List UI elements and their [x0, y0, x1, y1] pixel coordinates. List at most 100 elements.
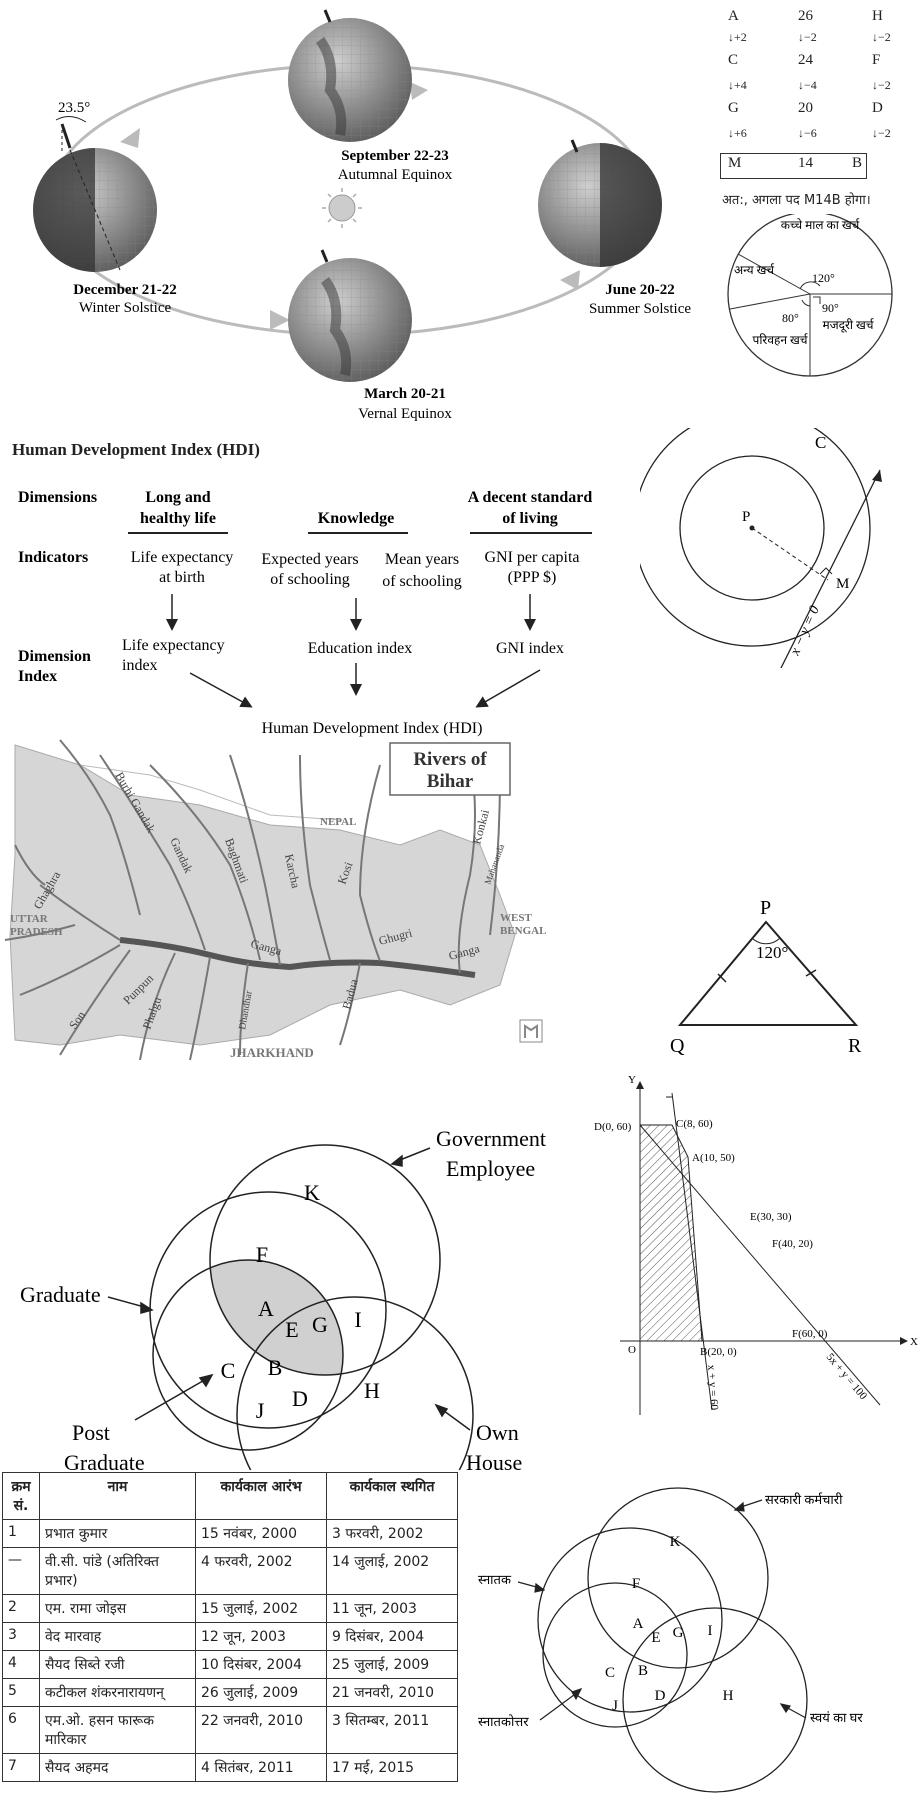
- globe-march: [288, 249, 412, 382]
- venn-hi-region-d: D: [655, 1688, 666, 1704]
- series-cell: A: [728, 8, 739, 24]
- expense-pie-diagram: कच्चे माल का खर्च अन्य खर्च मजदूरी खर्च …: [727, 214, 893, 377]
- venn-hi-region-h: H: [723, 1688, 734, 1704]
- lp-axis-x: X: [910, 1336, 918, 1348]
- venn-region-g: G: [312, 1312, 328, 1337]
- hdi-dimensions-label: Dimensions: [18, 489, 97, 506]
- venn-diagram-english: K F A E G I C B J D H Government Employe…: [20, 1126, 546, 1470]
- map-wb-2: BENGAL: [500, 925, 546, 937]
- table-cell: 25 जुलाई, 2009: [326, 1650, 458, 1679]
- series-cell: G: [728, 100, 739, 116]
- march-name: Vernal Equinox: [358, 406, 452, 422]
- series-step: ↓−2: [872, 30, 891, 44]
- table-row: 3 वेद मारवाह 12 जून, 2003 9 दिसंबर, 2004: [2, 1622, 458, 1651]
- table-cell: 2: [2, 1594, 40, 1623]
- hdi-ind2-a: Expected years: [261, 551, 358, 568]
- venn-region-j: J: [256, 1398, 265, 1423]
- globe-september: [288, 9, 412, 142]
- venn-hi-gov-label: सरकारी कर्मचारी: [765, 1492, 843, 1507]
- table-cell: 6: [2, 1706, 40, 1754]
- table-cell: 10 दिसंबर, 2004: [195, 1650, 327, 1679]
- lp-point-d: D(0, 60): [594, 1121, 632, 1133]
- venn-hi-post-label: स्नातकोत्तर: [478, 1714, 529, 1729]
- venn-gov-label-1: Government: [436, 1126, 546, 1151]
- table-header: नाम: [39, 1472, 196, 1520]
- table-cell: 3 सितम्बर, 2011: [326, 1706, 458, 1754]
- table-cell: 4 सितंबर, 2011: [195, 1753, 327, 1782]
- lp-point-a: A(10, 50): [692, 1152, 735, 1164]
- triangle-label-q: Q: [670, 1035, 685, 1057]
- venn-region-c: C: [221, 1358, 236, 1383]
- venn-hi-region-f: F: [632, 1576, 640, 1592]
- venn-hi-region-b: B: [638, 1663, 648, 1679]
- circle-label-p: P: [742, 509, 750, 525]
- table-cell: एम.ओ. हसन फारूक मारिकार: [39, 1706, 196, 1754]
- table-cell: 17 मई, 2015: [326, 1753, 458, 1782]
- lp-axis-y: Y: [628, 1075, 636, 1086]
- series-step: ↓−2: [872, 78, 891, 92]
- series-step: ↓−2: [872, 126, 891, 140]
- table-cell: 14 जुलाई, 2002: [326, 1547, 458, 1595]
- lp-point-f1: F(40, 20): [772, 1238, 813, 1250]
- table-cell: प्रभात कुमार: [39, 1519, 196, 1548]
- table-row: 1 प्रभात कुमार 15 नवंबर, 2000 3 फरवरी, 2…: [2, 1519, 458, 1548]
- seasons-diagram: 23.5° September 22-23 Autumnal Equinox D…: [33, 9, 691, 422]
- lp-point-c: C(8, 60): [676, 1118, 713, 1130]
- venn-hi-grad-label: स्नातक: [478, 1572, 512, 1587]
- venn-post-label-1: Post: [72, 1420, 110, 1445]
- hdi-dim3-a: A decent standard: [468, 489, 593, 506]
- table-cell: 15 जुलाई, 2002: [195, 1594, 327, 1623]
- pie-angle-120: 120°: [812, 271, 835, 285]
- table-cell: 9 दिसंबर, 2004: [326, 1622, 458, 1651]
- table-cell: 26 जुलाई, 2009: [195, 1678, 327, 1707]
- lp-point-e: E(30, 30): [750, 1211, 792, 1223]
- letter-number-series: A 26 H ↓+2 ↓−2 ↓−2 C 24 F ↓+4 ↓−4 ↓−2 G …: [720, 8, 920, 208]
- venn-hi-region-j: J: [612, 1698, 618, 1714]
- series-cell: F: [872, 52, 881, 68]
- rivers-of-bihar-map: Rivers of Bihar NEPAL UTTAR PRADESH WEST…: [4, 739, 546, 1061]
- table-cell: वी.सी. पांडे (अतिरिक्त प्रभार): [39, 1547, 196, 1595]
- table-cell: सैयद सिब्ते रजी: [39, 1650, 196, 1679]
- lp-point-f2: F(60, 0): [792, 1328, 828, 1340]
- hdi-heading: Human Development Index (HDI): [12, 440, 260, 459]
- map-title-2: Bihar: [427, 771, 474, 792]
- series-answer-cell: B: [852, 155, 863, 171]
- sun-icon: [322, 188, 362, 228]
- series-step: ↓+2: [728, 30, 747, 44]
- dec-date: December 21-22: [73, 282, 176, 298]
- pie-angle-80: 80°: [782, 311, 799, 325]
- hdi-index1-a: Life expectancy: [122, 637, 225, 654]
- venn-region-h: H: [364, 1378, 380, 1403]
- table-cell: 21 जनवरी, 2010: [326, 1678, 458, 1707]
- hdi-indicators-label: Indicators: [18, 549, 88, 566]
- venn-hi-region-c: C: [605, 1665, 615, 1681]
- linear-programming-graph: Y X O D(0, 60) C(8, 60) A(10, 50) E(30, …: [594, 1075, 918, 1415]
- pie-transport-label: परिवहन खर्च: [753, 333, 809, 347]
- venn-own-label-1: Own: [476, 1420, 519, 1445]
- june-name: Summer Solstice: [589, 301, 691, 317]
- venn-hi-region-k: K: [670, 1534, 681, 1550]
- venn-hi-region-g: G: [673, 1625, 684, 1641]
- hdi-dim3-b: of living: [502, 510, 558, 527]
- lp-origin: O: [628, 1344, 636, 1356]
- hdi-ind2-b: of schooling: [270, 571, 350, 588]
- venn-region-d: D: [292, 1386, 308, 1411]
- triangle-label-r: R: [848, 1035, 862, 1057]
- pie-angle-90: 90°: [822, 301, 839, 315]
- series-cell: 24: [798, 52, 813, 68]
- venn-region-e: E: [285, 1317, 298, 1342]
- hdi-ind1-b: at birth: [159, 569, 205, 586]
- concentric-circles-figure: C P M x − y = 0: [640, 428, 882, 668]
- venn-region-k: K: [304, 1180, 320, 1205]
- pie-other-label: अन्य खर्च: [734, 263, 775, 277]
- governors-table: क्रम सं. नाम कार्यकाल आरंभ कार्यकाल स्थग…: [2, 1472, 458, 1782]
- table-cell: 4: [2, 1650, 40, 1679]
- lp-line-1: x + y = 60: [705, 1364, 720, 1411]
- table-row: 4 सैयद सिब्ते रजी 10 दिसंबर, 2004 25 जुल…: [2, 1650, 458, 1679]
- publisher-logo-icon: [519, 1019, 543, 1043]
- venn-hi-house-label: स्वयं का घर: [810, 1710, 863, 1725]
- series-cell: H: [872, 8, 883, 24]
- dec-name: Winter Solstice: [79, 300, 172, 316]
- map-wb-1: WEST: [500, 912, 532, 924]
- venn-own-label-2: House: [466, 1450, 522, 1470]
